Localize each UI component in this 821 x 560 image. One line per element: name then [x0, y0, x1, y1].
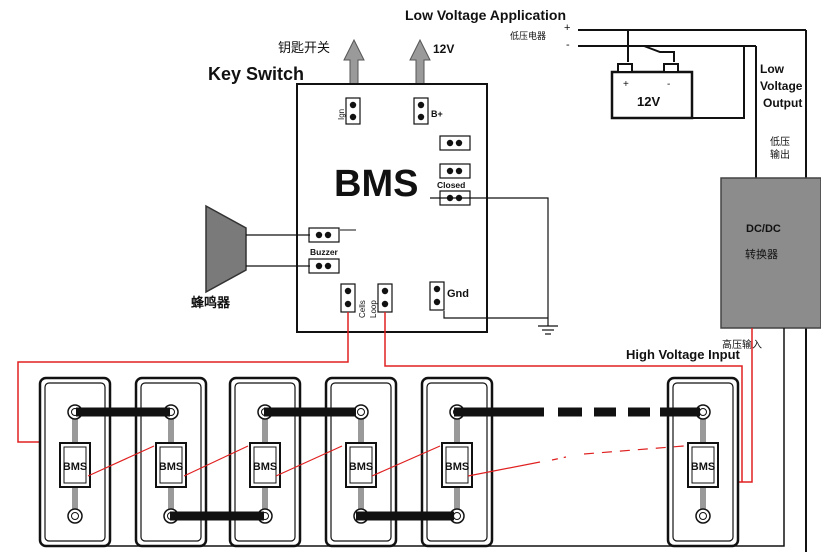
buzzer-connector: Buzzer: [308, 227, 340, 274]
minus-sign: -: [566, 39, 570, 51]
b-plus-connector: B+: [413, 97, 443, 125]
low-voltage-output-line3: Output: [763, 96, 802, 110]
loop-label: Loop: [369, 300, 378, 318]
key-switch-label: Key Switch: [208, 64, 304, 84]
battery-plus-label: +: [623, 79, 629, 90]
battery-cell: BMS: [228, 376, 302, 548]
battery-cell: BMS: [324, 376, 398, 548]
low-voltage-output-cn-1: 低压: [770, 135, 790, 148]
closed-connector: Closed: [437, 163, 471, 206]
gnd-label: Gnd: [447, 288, 469, 300]
battery-cell: BMS: [134, 376, 208, 548]
plus-sign: +: [564, 22, 570, 34]
battery-cell: BMS: [666, 376, 740, 548]
cell-bms-label: BMS: [63, 461, 87, 473]
low-voltage-application-label: Low Voltage Application: [405, 7, 566, 23]
low-voltage-output-line2: Voltage: [760, 79, 803, 93]
b-plus-label: B+: [431, 109, 443, 119]
closed-label: Closed: [437, 180, 465, 190]
low-voltage-output-line1: Low: [760, 62, 785, 76]
battery-voltage-label: 12V: [637, 94, 660, 109]
cells-connector: Cells: [340, 283, 367, 318]
battery-12v: + - 12V: [610, 63, 694, 120]
cell-bms-label: BMS: [159, 461, 183, 473]
cell-bms-label: BMS: [445, 461, 469, 473]
buzzer-cn-label: 蜂鸣器: [191, 295, 231, 311]
battery-minus-label: -: [667, 79, 670, 90]
low-voltage-output-cn-2: 输出: [770, 148, 790, 161]
buzzer-device: [205, 204, 356, 294]
dcdc-converter: DC/DC 转换器: [720, 177, 821, 329]
busbars: [76, 407, 700, 521]
converter-cn-label: 转换器: [745, 247, 778, 261]
key-switch-cn-label: 钥匙开关: [278, 41, 330, 56]
balance-wires: [87, 445, 685, 477]
cell-bms-label: BMS: [691, 461, 715, 473]
signal-wires: [17, 312, 743, 482]
cells-label: Cells: [358, 300, 367, 318]
buzzer-label: Buzzer: [310, 247, 339, 257]
high-voltage-input-label: High Voltage Input: [626, 347, 741, 362]
cell-string: BMS BMS BMS BMS BMS BMS: [38, 376, 740, 548]
aux-connector: [439, 135, 471, 151]
battery-cell: BMS: [38, 376, 112, 548]
cell-bms-label: BMS: [253, 461, 277, 473]
cell-bms-label: BMS: [349, 461, 373, 473]
loop-connector: Loop: [369, 283, 393, 318]
low-voltage-appliance-cn: 低压电器: [510, 30, 546, 42]
ign-label: Ign: [337, 109, 346, 120]
gnd-connector: Gnd: [429, 281, 469, 311]
bms-title: BMS: [334, 163, 418, 205]
dcdc-label: DC/DC: [746, 223, 781, 235]
ign-connector: Ign: [337, 97, 361, 125]
output-12v-label: 12V: [433, 42, 454, 56]
battery-cell: BMS: [420, 376, 494, 548]
closed-ground-wire: [430, 197, 558, 335]
bms-board: BMS Ign B+ Closed: [296, 83, 488, 333]
